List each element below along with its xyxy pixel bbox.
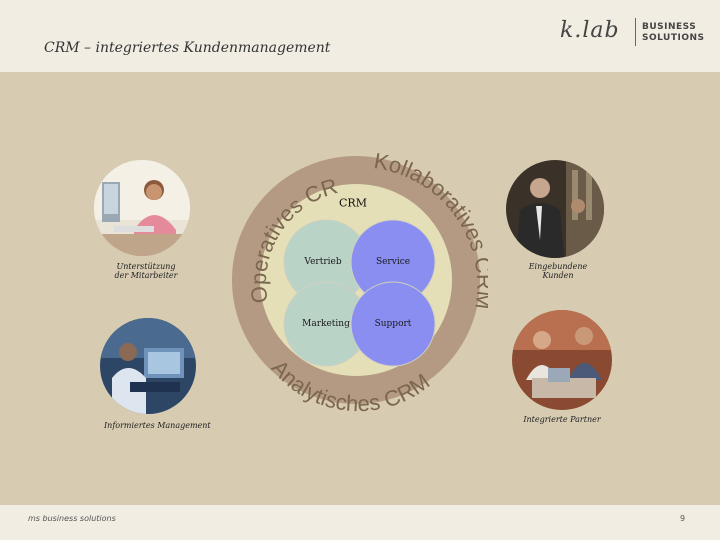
venn-label-service: Service	[376, 257, 410, 267]
caption-customers-line2: Kunden	[520, 271, 596, 280]
logo-divider	[635, 18, 636, 46]
caption-management: Informiertes Management	[104, 421, 196, 430]
customer-photo	[506, 160, 604, 258]
caption-employees-line1: Unterstützung	[108, 262, 184, 271]
venn-label-support: Support	[375, 319, 412, 329]
caption-customers: Eingebundene Kunden	[520, 262, 596, 280]
logo-subtitle-line2: SOLUTIONS	[642, 33, 705, 43]
page-title: CRM – integriertes Kundenmanagement	[44, 40, 330, 56]
caption-customers-line1: Eingebundene	[520, 262, 596, 271]
page-number: 9	[680, 514, 685, 523]
crm-diagram: Operatives CRM Kollaboratives CRM Analyt…	[228, 152, 488, 412]
footer-company: ms business solutions	[28, 514, 116, 523]
caption-partners: Integrierte Partner	[520, 415, 604, 424]
crm-center-label: CRM	[339, 197, 367, 210]
management-photo	[100, 318, 196, 414]
caption-employees-line2: der Mitarbeiter	[108, 271, 184, 280]
caption-employees: Unterstützung der Mitarbeiter	[108, 262, 184, 280]
logo-subtitle-line1: BUSINESS	[642, 22, 696, 32]
caption-partners-text: Integrierte Partner	[520, 415, 604, 424]
caption-management-text: Informiertes Management	[104, 421, 196, 430]
venn-label-vertrieb: Vertrieb	[304, 257, 341, 267]
venn-label-marketing: Marketing	[302, 319, 350, 329]
employee-photo	[94, 160, 190, 256]
partners-photo	[512, 310, 612, 410]
logo-wordmark: k.lab	[560, 18, 620, 43]
